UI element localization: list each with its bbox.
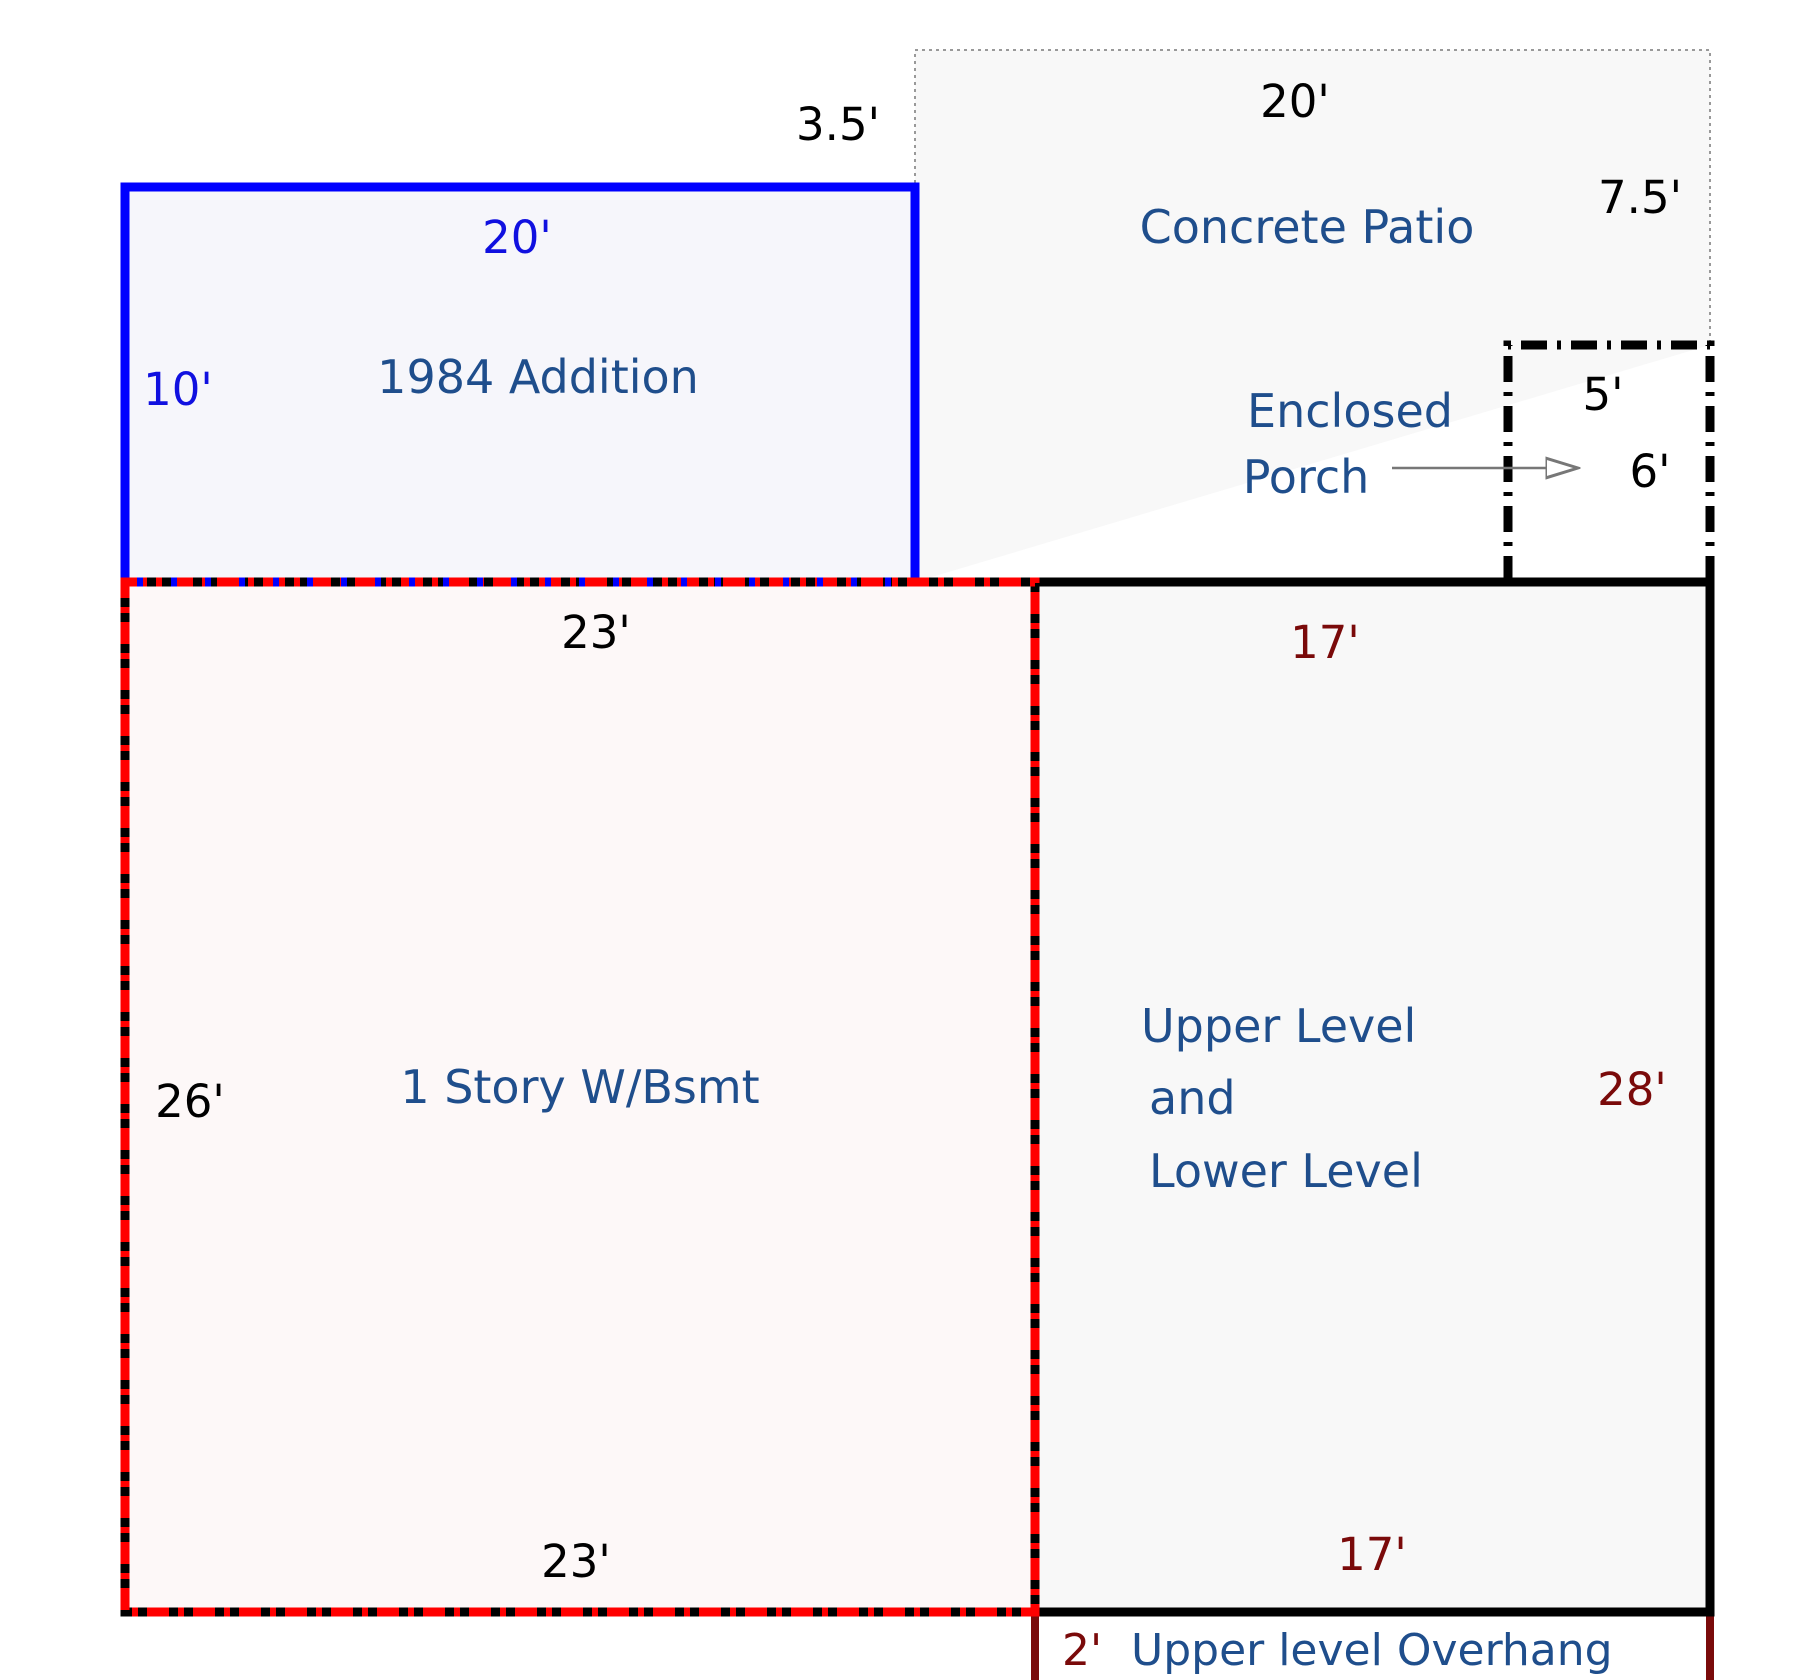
story-area: [125, 582, 1035, 1612]
porch-label-line1: Enclosed: [1247, 384, 1453, 438]
porch-depth-dim: 6': [1629, 445, 1670, 498]
levels-top-dim: 17': [1290, 616, 1360, 669]
patio-label: Concrete Patio: [1140, 200, 1475, 254]
patio-offset-dim: 3.5': [796, 98, 880, 151]
patio-depth-dim: 7.5': [1598, 171, 1682, 224]
story-bottom-dim: 23': [541, 1535, 611, 1588]
levels-label-line1: Upper Level: [1141, 999, 1416, 1053]
porch-width-dim: 5': [1582, 368, 1623, 421]
levels-side-dim: 28': [1597, 1063, 1667, 1116]
addition-outline: [120, 182, 920, 582]
addition-area: [125, 187, 915, 582]
porch-outline: [1503, 340, 1715, 582]
story-side-dim: 26': [155, 1075, 225, 1128]
story-label: 1 Story W/Bsmt: [400, 1060, 759, 1114]
overhang-depth-dim: 2': [1062, 1625, 1102, 1676]
patio-width-dim: 20': [1260, 75, 1330, 128]
levels-label-line2: and: [1149, 1071, 1236, 1125]
addition-width-dim: 20': [482, 211, 552, 264]
levels-area: [1035, 582, 1710, 1612]
porch-label-line2: Porch: [1243, 450, 1370, 504]
story-wall-dashed: [120, 577, 1040, 1617]
levels-wall: [1035, 577, 1715, 1617]
addition-label: 1984 Addition: [377, 350, 699, 404]
levels-label-line3: Lower Level: [1149, 1144, 1423, 1198]
overhang-label: Upper level Overhang: [1131, 1625, 1613, 1676]
addition-depth-dim: 10': [143, 363, 213, 416]
levels-bottom-dim: 17': [1337, 1528, 1407, 1581]
story-top-dim: 23': [561, 606, 631, 659]
